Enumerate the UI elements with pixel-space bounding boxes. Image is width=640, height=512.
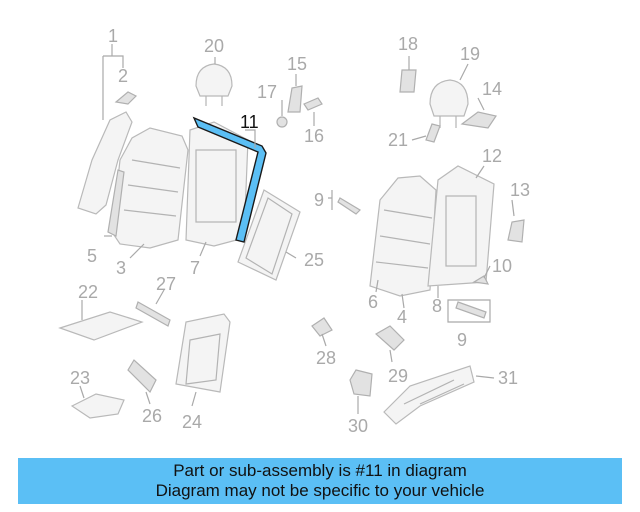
part-14-bracket (460, 111, 497, 129)
callout-29: 29 (388, 366, 408, 386)
callout-17: 17 (257, 82, 277, 102)
callout-26: 26 (142, 406, 162, 426)
callout-27: 27 (156, 274, 176, 294)
part-20-headrest (195, 63, 233, 97)
callout-20: 20 (204, 36, 224, 56)
part-17-grommet (276, 116, 288, 128)
callout-1: 1 (108, 26, 118, 46)
part-29-trim (374, 325, 405, 351)
callout-21: 21 (388, 130, 408, 150)
part-9-bolt-lower (455, 301, 487, 319)
part-5-frame-edge (107, 169, 125, 237)
banner-line-disclaimer: Diagram may not be specific to your vehi… (155, 481, 485, 500)
callout-5: 5 (87, 246, 97, 266)
callout-8: 8 (432, 296, 442, 316)
callout-22: 22 (78, 282, 98, 302)
part-11-highlighted-trim (192, 116, 267, 243)
callout-4: 4 (397, 307, 407, 327)
part-13-clip (507, 219, 525, 243)
callout-28: 28 (316, 348, 336, 368)
callout-14: 14 (482, 79, 502, 99)
callout-24: 24 (182, 412, 202, 432)
part-12-frame (427, 165, 495, 287)
part-16-bolt (303, 97, 323, 111)
part-26-cover (127, 359, 157, 394)
callout-7: 7 (190, 258, 200, 278)
callout-18: 18 (398, 34, 418, 54)
callout-2: 2 (118, 66, 128, 86)
part-22-cushion (58, 311, 144, 341)
part-30-hinge (349, 369, 373, 397)
callout-3: 3 (116, 258, 126, 278)
callout-9-lower: 9 (457, 330, 467, 350)
callout-10: 10 (492, 256, 512, 276)
part-31-rail-cover (383, 365, 475, 425)
part-1-side-trim (77, 111, 133, 215)
callout-23: 23 (70, 368, 90, 388)
banner-line-part: Part or sub-assembly is #11 in diagram (173, 461, 467, 480)
callout-15: 15 (287, 54, 307, 74)
part-23-bracket (70, 393, 125, 419)
callout-19: 19 (460, 44, 480, 64)
callout-6: 6 (368, 292, 378, 312)
callout-31: 31 (498, 368, 518, 388)
part-19-headrest (429, 79, 469, 117)
callout-25: 25 (304, 250, 324, 270)
callout-11: 11 (240, 112, 259, 132)
callout-30: 30 (348, 416, 368, 436)
part-21-bolt (425, 123, 441, 143)
info-banner: Part or sub-assembly is #11 in diagram D… (18, 458, 622, 504)
part-28-clip (311, 317, 333, 337)
callout-16: 16 (304, 126, 324, 146)
parts-diagram: 1 2 3 5 20 17 15 16 11 7 25 18 19 14 21 … (58, 26, 530, 436)
callout-9-upper: 9 (314, 190, 324, 210)
part-4-seat-back (369, 175, 437, 297)
part-18-cap (399, 69, 417, 93)
part-9-bolt-upper (337, 197, 361, 215)
part-25-panel (237, 189, 301, 281)
callout-13: 13 (510, 180, 530, 200)
part-2-clip (114, 91, 138, 105)
callout-12: 12 (482, 146, 502, 166)
part-15-bracket (287, 85, 303, 113)
part-24-armrest (175, 313, 231, 393)
part-27-strip (135, 301, 171, 327)
